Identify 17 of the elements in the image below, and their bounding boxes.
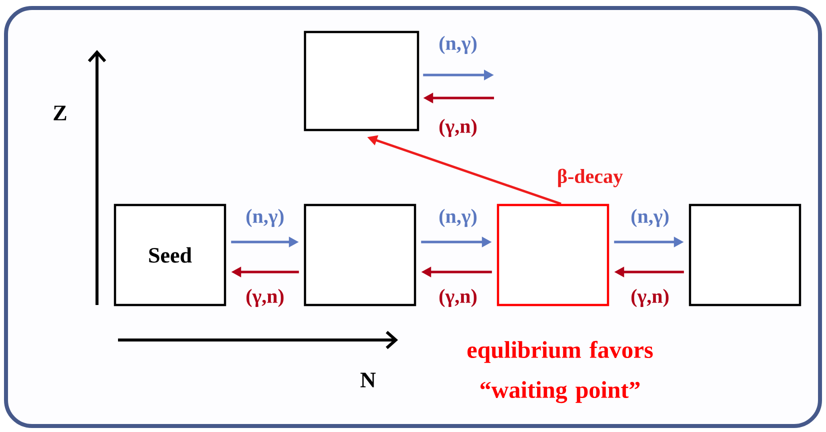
edge-label: β-decay [556,168,624,188]
nucleus-box [304,204,416,306]
nucleus-box: Seed [114,204,226,306]
axis-label: Z [54,106,66,120]
edge-label: (γ,n) [438,118,478,138]
edge-label: (n,γ) [438,208,478,228]
edge-label: (γ,n) [630,288,670,308]
nucleus-box [304,30,420,132]
nucleus-box [688,204,802,306]
edge-label: (n,γ) [244,208,286,228]
nucleus-box [496,204,610,306]
edge-label: (γ,n) [438,288,478,308]
edge-label: (n,γ) [630,208,670,228]
note-text: equlibrium favors “waiting point” [467,340,653,404]
edge-label: (n,γ) [438,34,478,56]
axis-label: N [360,372,376,388]
edge-label: (γ,n) [244,288,286,308]
